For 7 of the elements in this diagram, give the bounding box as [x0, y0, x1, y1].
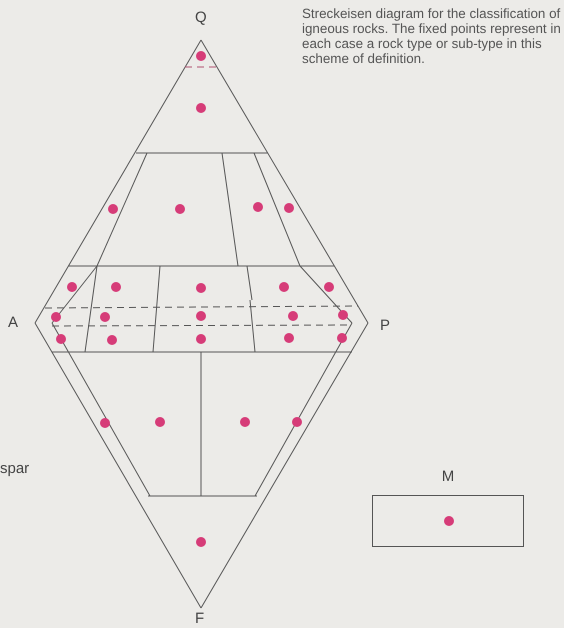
caption: Streckeisen diagram for the classification of igneous rocks. The fixed points represent in each case a rock type or sub-type in this scheme of definition.	[302, 6, 562, 66]
vertex-label: A	[8, 314, 18, 331]
axis-label: spar	[0, 460, 30, 477]
vertex-label: F	[195, 610, 204, 627]
vertex-label: Q	[195, 9, 207, 26]
vertex-label: P	[380, 317, 390, 334]
field-label: M	[440, 468, 456, 485]
